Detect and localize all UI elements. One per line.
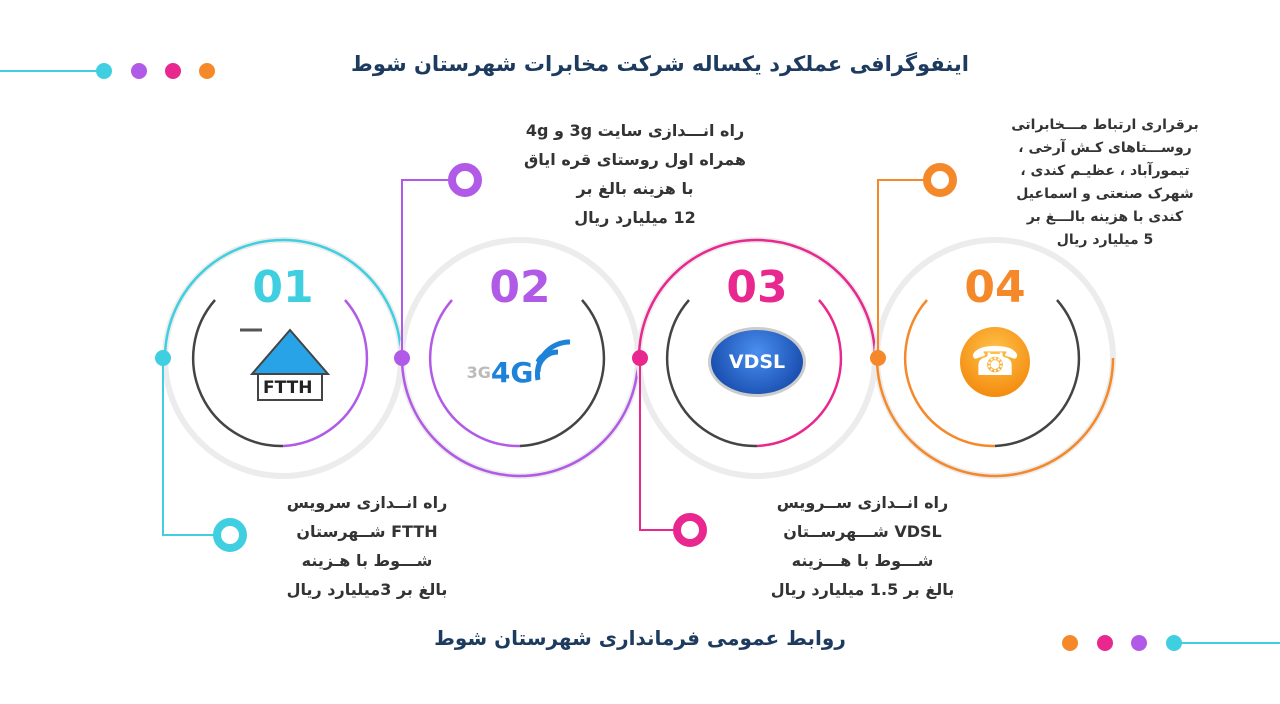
step-number-3: 03 — [726, 262, 788, 313]
step-description-2: راه انـــدازی سایت 3g و 4g همراه اول روس… — [523, 121, 747, 227]
3g-4g-signal-icon: 3G 4G — [465, 322, 575, 402]
telephone-icon: ☎ — [940, 322, 1050, 402]
page-title: اینفوگرافی عملکرد یکساله شرکت مخابرات شه… — [351, 52, 969, 76]
decor-dot — [199, 63, 215, 79]
decor-dot — [131, 63, 147, 79]
decor-dot — [1062, 635, 1078, 651]
step-description-1: راه انــدازی سرویس FTTH شــهرستان شـــوط… — [286, 493, 448, 599]
vdsl-badge-icon: VDSL — [702, 322, 812, 402]
connector-3 — [632, 350, 707, 547]
step-number-2: 02 — [489, 262, 551, 313]
decor-dot — [96, 63, 112, 79]
connector-2 — [394, 163, 482, 366]
ftth-house-icon: FTTH — [235, 322, 345, 402]
step-description-3: راه انــدازی ســرویس VDSL شـــهرســتان ش… — [770, 493, 955, 599]
decor-dot — [1097, 635, 1113, 651]
decor-dot — [165, 63, 181, 79]
connector-1 — [155, 350, 247, 552]
decor-dot — [1166, 635, 1182, 651]
step-number-1: 01 — [252, 262, 314, 313]
connector-4 — [870, 163, 957, 366]
step-number-4: 04 — [964, 262, 1026, 313]
step-description-4: برقراری ارتباط مـــخابراتی روســـتاهای ک… — [1011, 117, 1199, 248]
decor-dot — [1131, 635, 1147, 651]
footer-credit: روابط عمومی فرمانداری شهرستان شوط — [434, 626, 846, 650]
